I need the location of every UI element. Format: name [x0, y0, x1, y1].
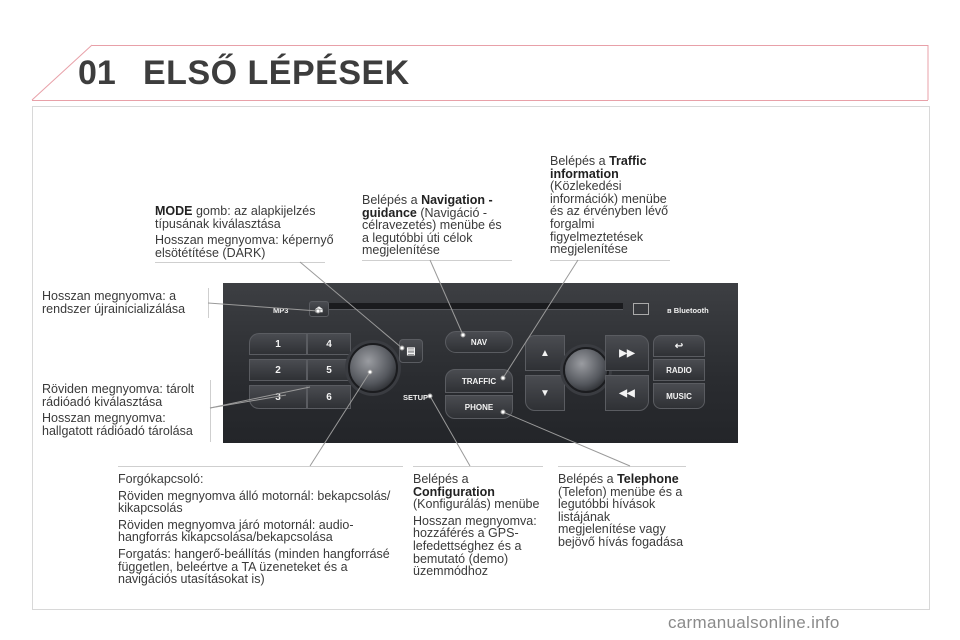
nav-description: Belépés a Navigation - guidance (Navigác… [362, 194, 512, 257]
reset-description: Hosszan megnyomva: a rendszer újrainicia… [42, 290, 202, 315]
music-button[interactable]: MUSIC [653, 383, 705, 409]
reset-text: Hosszan megnyomva: a rendszer újrainicia… [42, 289, 186, 316]
watermark: carmanualsonline.info [668, 613, 840, 632]
config-label: Configuration [413, 484, 495, 499]
nav-label: Navigation - guidance [362, 193, 493, 220]
header-topline [92, 45, 928, 46]
config-pre: Belépés a [413, 472, 469, 486]
phone-description: Belépés a Telephone (Telefon) menübe és … [558, 473, 688, 549]
nav-separator [362, 260, 512, 261]
preset-button-1[interactable]: 1 [249, 333, 307, 355]
cd-slot [323, 303, 623, 310]
preset-button-6[interactable]: 6 [307, 385, 351, 409]
radio-long-text: Hosszan megnyomva: hallgatott rádióadó t… [42, 411, 193, 438]
traffic-label: Traffic information [550, 154, 647, 181]
preset-button-4[interactable]: 4 [307, 333, 351, 355]
mode-button[interactable]: ▤ [399, 339, 423, 363]
rotary-description: Forgókapcsoló: Röviden megnyomva álló mo… [118, 473, 408, 586]
mode-description: MODE gomb: az alapkijelzés típusának kiv… [155, 205, 335, 259]
mode-label: MODE [155, 204, 193, 218]
page-title: ELSŐ LÉPÉSEK [143, 54, 410, 92]
radio-short-text: Röviden megnyomva: tárolt rádióadó kivál… [42, 382, 195, 409]
mp3-label: MP3 [273, 306, 289, 315]
down-button[interactable]: ▼ [525, 375, 565, 411]
config-separator [413, 466, 543, 467]
bluetooth-label: ʙ Bluetooth [667, 306, 709, 315]
rotary-text-3: Forgatás: hangerő-beállítás (minden hang… [118, 546, 390, 587]
preset-button-3[interactable]: 3 [249, 385, 307, 409]
volume-knob[interactable] [348, 343, 398, 393]
setup-label: SETUP [403, 393, 429, 402]
rotary-text-1: Röviden megnyomva álló motornál: bekapcs… [118, 488, 391, 516]
up-button[interactable]: ▲ [525, 335, 565, 371]
header-underline [32, 100, 928, 101]
rotary-title: Forgókapcsoló: [118, 472, 204, 486]
traffic-separator [550, 260, 670, 261]
config-description: Belépés a Configuration (Konfigurálás) m… [413, 473, 553, 578]
config-long-text: Hosszan megnyomva: hozzáférés a GPS-lefe… [413, 513, 537, 579]
nav-text: (Navigáció - célravezetés) menübe és a l… [362, 205, 502, 258]
mode-separator [155, 262, 325, 263]
traffic-pre: Belépés a [550, 154, 610, 168]
config-text: (Konfigurálás) menübe [413, 497, 540, 512]
phone-separator [558, 466, 686, 467]
chapter-number: 01 [78, 54, 116, 92]
content-frame [32, 106, 930, 610]
disc-icon [633, 303, 649, 315]
radio-button[interactable]: RADIO [653, 359, 705, 381]
nav-pre: Belépés a [362, 193, 422, 207]
mode-text: gomb: az alapkijelzés típusának kiválasz… [155, 204, 316, 231]
phone-button[interactable]: PHONE [445, 395, 513, 419]
traffic-description: Belépés a Traffic information (Közlekedé… [550, 155, 675, 256]
preset-button-2[interactable]: 2 [249, 359, 307, 381]
traffic-text: (Közlekedési információk) menübe és az é… [550, 179, 669, 257]
rotary-text-2: Röviden megnyomva járó motornál: audio- … [118, 517, 354, 545]
back-button[interactable]: ↩ [653, 335, 705, 357]
rewind-button[interactable]: ◀◀ [605, 375, 649, 411]
mode-long-text: Hosszan megnyomva: képernyő elsötétítése… [155, 233, 334, 260]
radio-description: Röviden megnyomva: tárolt rádióadó kivál… [42, 383, 207, 437]
phone-label: Telephone [617, 472, 679, 486]
rotary-separator [118, 466, 403, 467]
radio-separator [210, 380, 211, 442]
phone-pre: Belépés a [558, 472, 618, 486]
select-knob[interactable] [563, 347, 609, 393]
forward-button[interactable]: ▶▶ [605, 335, 649, 371]
phone-text: (Telefon) menübe és a legutóbbi hívások … [558, 484, 684, 549]
bluetooth-text: Bluetooth [673, 306, 709, 315]
traffic-button[interactable]: TRAFFIC [445, 369, 513, 393]
